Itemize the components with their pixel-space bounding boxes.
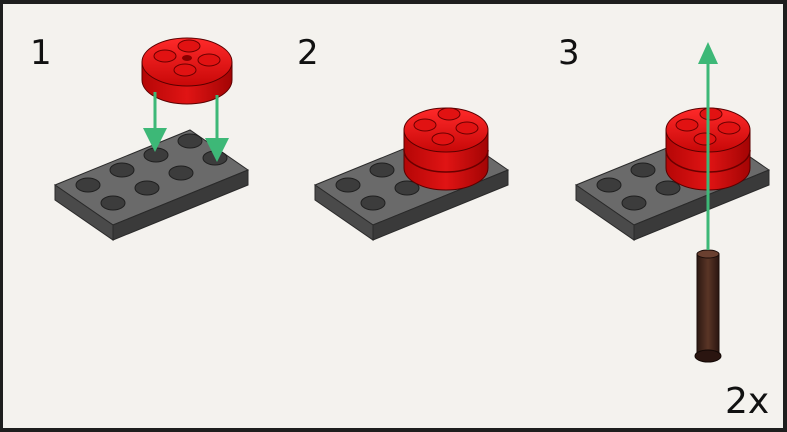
round-red-plate-stack-icon bbox=[404, 108, 488, 190]
step-1-illustration bbox=[55, 38, 248, 240]
axle-pin-icon bbox=[695, 250, 721, 362]
step-3-illustration bbox=[576, 42, 769, 362]
step-2-illustration bbox=[315, 108, 508, 240]
gray-plate-icon bbox=[55, 130, 248, 240]
